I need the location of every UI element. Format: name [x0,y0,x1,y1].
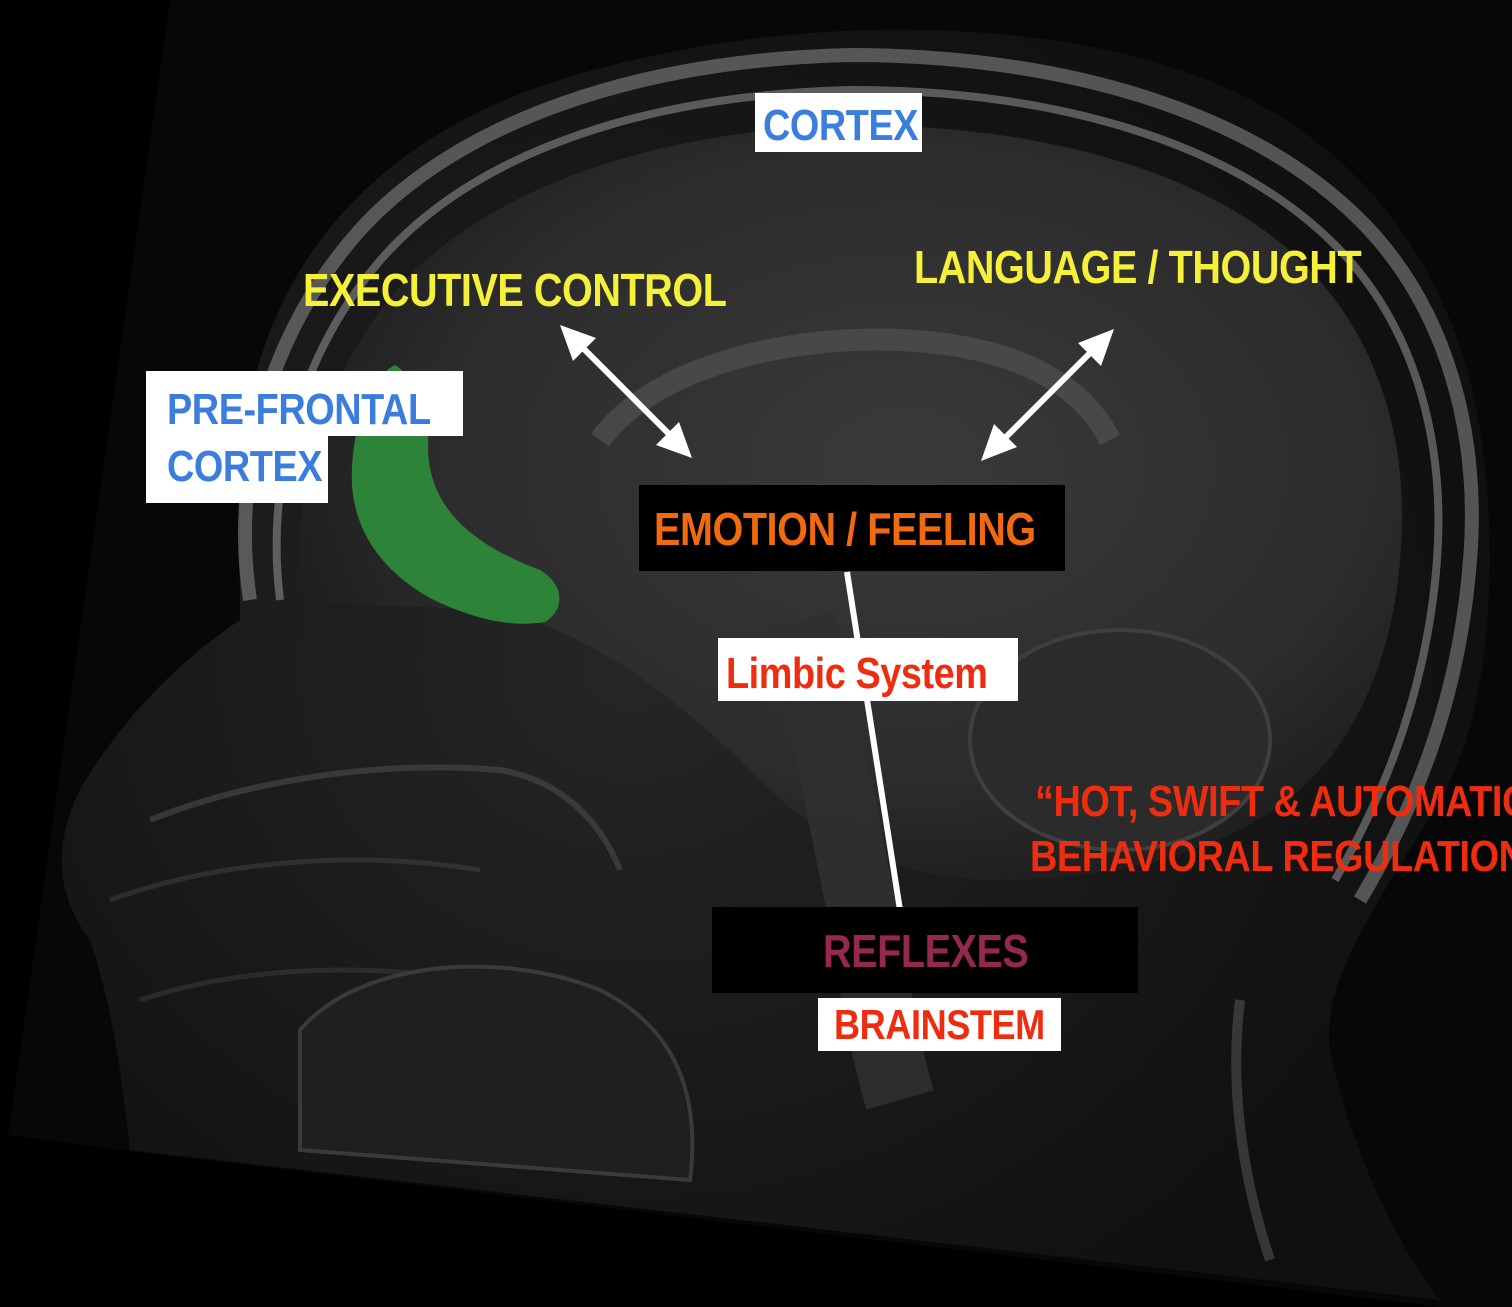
prefrontal-label-line1: PRE-FRONTAL [167,388,431,432]
emotion-feeling-label: EMOTION / FEELING [654,506,1036,552]
hot-swift-label-line2: BEHAVIORAL REGULATION [1030,835,1512,879]
executive-control-label: EXECUTIVE CONTROL [303,267,726,313]
hot-swift-label-line1: “HOT, SWIFT & AUTOMATIC [1035,780,1512,824]
limbic-system-label: Limbic System [726,652,987,696]
reflexes-label: REFLEXES [823,928,1028,974]
brainstem-label: BRAINSTEM [834,1004,1045,1046]
prefrontal-label-line2: CORTEX [167,445,322,489]
language-thought-label: LANGUAGE / THOUGHT [914,244,1361,290]
cortex-label: CORTEX [763,104,918,148]
